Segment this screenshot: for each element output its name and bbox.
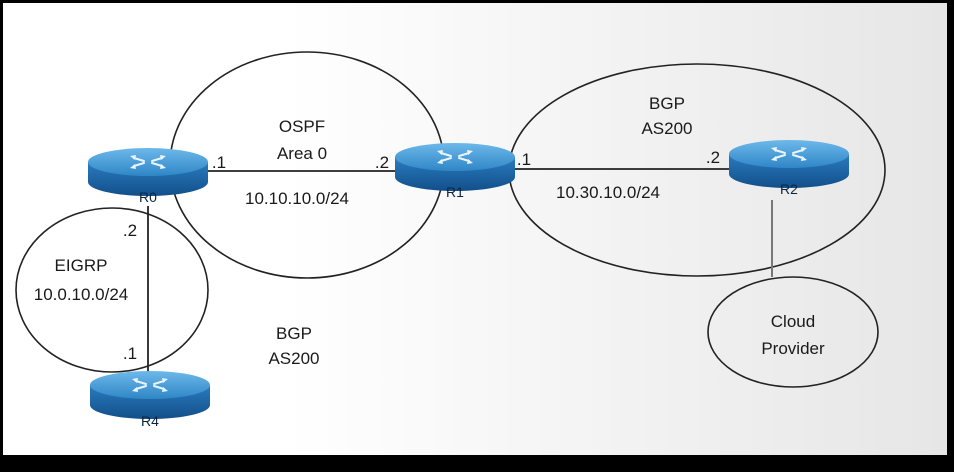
router-r4[interactable]: R4 [89, 370, 211, 429]
interface-r2-to-r1: .2 [706, 148, 720, 167]
interface-r4-to-r0: .1 [123, 344, 137, 363]
eigrp-area-name: EIGRP [55, 256, 108, 275]
router-r1[interactable]: R1 [394, 142, 516, 200]
eigrp-network: 10.0.10.0/24 [34, 285, 129, 304]
router-r4-label: R4 [141, 413, 159, 429]
router-r0[interactable]: R0 [87, 147, 209, 205]
router-r0-label: R0 [139, 189, 157, 205]
router-icon [89, 370, 211, 420]
bgp-right-network: 10.30.10.0/24 [556, 183, 660, 202]
router-r2-label: R2 [780, 181, 798, 197]
router-r1-label: R1 [446, 184, 464, 200]
bgp-right-as: AS200 [641, 119, 692, 138]
interface-r1-to-r0: .2 [375, 153, 389, 172]
router-r2[interactable]: R2 [728, 139, 850, 197]
cloud-provider-line2: Provider [761, 339, 825, 358]
interface-r0-to-r1: .1 [212, 153, 226, 172]
bgp-left-area-name: BGP [276, 324, 312, 343]
interface-r0-to-r4: .2 [123, 221, 137, 240]
cloud-provider-ellipse [707, 276, 879, 388]
eigrp-area-ellipse [15, 207, 209, 373]
bgp-left-as: AS200 [268, 349, 319, 368]
cloud-provider-line1: Cloud [771, 312, 815, 331]
bgp-right-area-name: BGP [649, 94, 685, 113]
ospf-network: 10.10.10.0/24 [245, 189, 349, 208]
ospf-area-id: Area 0 [277, 144, 327, 163]
ospf-area-name: OSPF [279, 117, 325, 136]
interface-r1-to-r2: .1 [517, 150, 531, 169]
